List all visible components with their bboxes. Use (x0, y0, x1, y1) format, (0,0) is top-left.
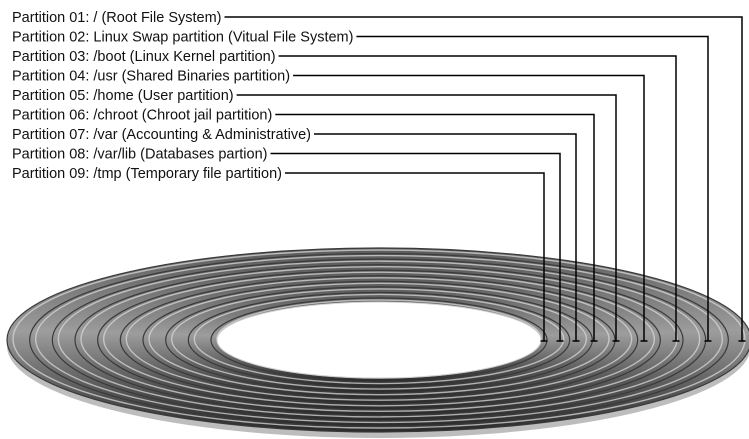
platter-ring-highlight-1 (12, 249, 746, 429)
partition-label-06: Partition 06: /chroot (Chroot jail parti… (12, 108, 272, 124)
partition-label-02: Partition 02: Linux Swap partition (Vitu… (12, 30, 353, 46)
leader-line-04 (293, 74, 645, 341)
partition-label-08: Partition 08: /var/lib (Databases partio… (12, 147, 268, 163)
partition-label-04: Partition 04: /usr (Shared Binaries part… (12, 69, 290, 85)
leader-line-06 (275, 113, 595, 341)
partition-label-01: Partition 01: / (Root File System) (12, 10, 222, 26)
disk-platter (6, 247, 749, 438)
platter-ring-highlight-3 (57, 260, 701, 418)
platter-ring-highlight-9 (193, 293, 565, 385)
platter-center-hole (216, 301, 542, 379)
platter-ring-highlight-4 (80, 265, 678, 413)
leader-line-02 (356, 35, 709, 341)
leader-lines (224, 16, 746, 342)
platter-ring-highlight-6 (125, 277, 633, 401)
leader-line-07 (314, 133, 577, 341)
partition-label-07: Partition 07: /var (Accounting & Adminis… (12, 127, 311, 143)
partition-label-03: Partition 03: /boot (Linux Kernel partit… (12, 49, 276, 65)
platter-ring-highlight-8 (170, 288, 588, 390)
platter-ring-highlight-5 (102, 271, 656, 407)
partition-label-05: Partition 05: /home (User partition) (12, 88, 234, 104)
leader-line-05 (236, 94, 617, 341)
partition-label-09: Partition 09: /tmp (Temporary file parti… (12, 166, 282, 182)
leader-line-09 (284, 172, 545, 341)
partition-labels: Partition 01: / (Root File System) Partit… (12, 10, 353, 182)
leader-line-01 (224, 16, 743, 341)
leader-line-03 (278, 55, 677, 341)
leader-line-08 (270, 152, 561, 341)
platter-ring-highlight-7 (148, 282, 610, 396)
platter-ring-highlight-2 (34, 254, 724, 424)
